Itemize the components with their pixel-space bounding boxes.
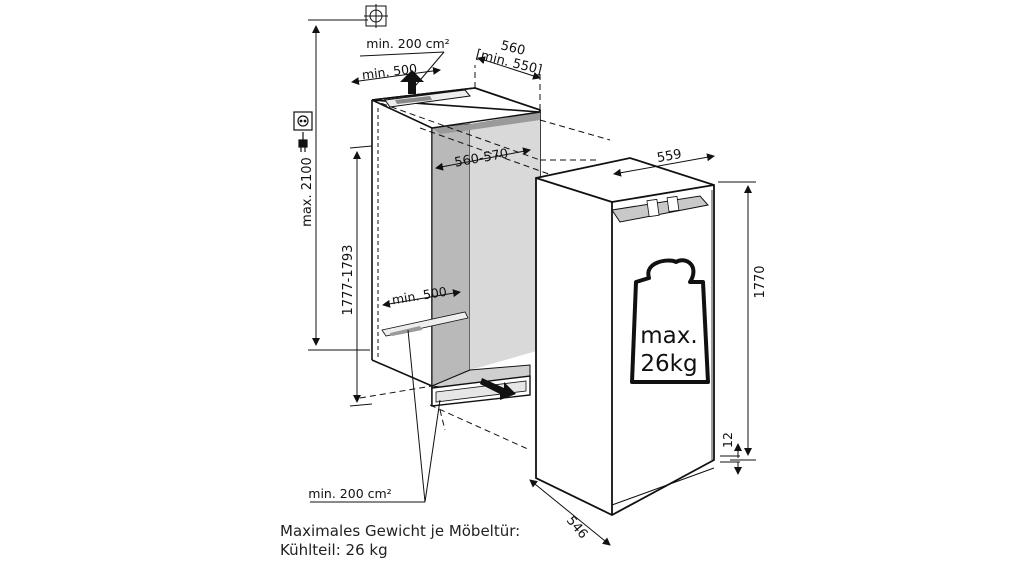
weight-label-line1: max. — [640, 323, 697, 349]
appliance-height-label: 1770 — [753, 265, 768, 298]
appliance-top-vent — [611, 195, 709, 223]
caption-line-1: Maximales Gewicht je Möbeltür: — [280, 522, 521, 540]
appliance-depth-label: 546 — [563, 513, 590, 542]
niche-max-height-label: max. 2100 — [300, 157, 315, 227]
top-vent-area-label: min. 200 cm² — [366, 36, 449, 51]
foot-gap-label: 12 — [720, 432, 735, 448]
niche-depth-label: 560 — [499, 38, 527, 59]
bottom-airflow-arrow-icon — [480, 378, 516, 400]
niche-interior — [381, 89, 541, 407]
bottom-vent-area-label: min. 200 cm² — [308, 486, 391, 501]
weight-label-line2: 26kg — [640, 351, 697, 377]
caption-line-2: Kühlteil: 26 kg — [280, 541, 388, 559]
top-vent-depth-label: min. 500 — [361, 61, 418, 83]
weight-caption: Maximales Gewicht je Möbeltür: Kühlteil:… — [280, 522, 520, 560]
weight-icon: max. 26kg — [630, 258, 710, 384]
power-socket-icon — [293, 111, 313, 152]
plan-view-icon — [364, 4, 388, 28]
niche-height-range-label: 1777-1793 — [341, 245, 356, 316]
dimension-lines — [308, 19, 756, 546]
appliance-width-label: 559 — [656, 147, 683, 166]
